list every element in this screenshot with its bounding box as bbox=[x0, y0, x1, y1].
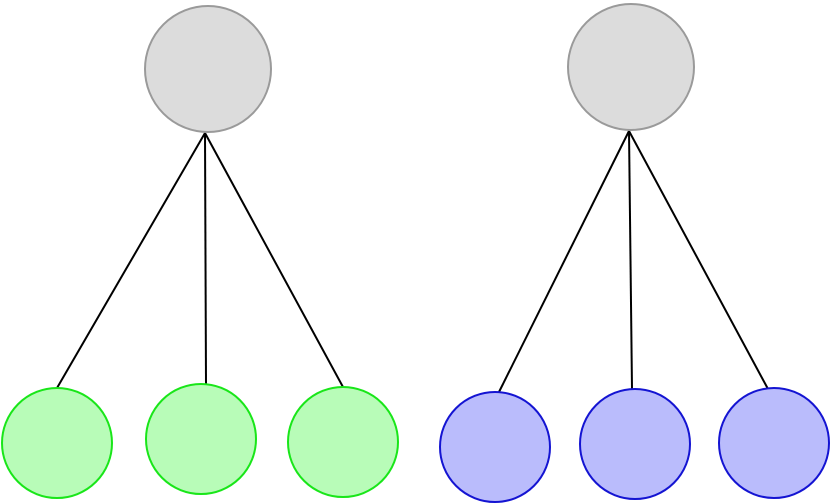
root-node-right bbox=[567, 3, 695, 131]
edge-left-3 bbox=[204, 132, 344, 388]
right-tree bbox=[439, 3, 830, 503]
leaf-node-left-3 bbox=[287, 386, 399, 498]
edge-right-2 bbox=[628, 130, 633, 390]
left-tree bbox=[1, 5, 399, 499]
leaf-node-right-3 bbox=[718, 387, 830, 499]
leaf-node-left-1 bbox=[1, 387, 113, 499]
leaf-node-right-2 bbox=[579, 388, 691, 500]
edge-right-1 bbox=[498, 130, 630, 393]
root-node-left bbox=[144, 5, 272, 133]
edge-left-1 bbox=[56, 132, 206, 389]
edge-left-2 bbox=[204, 132, 207, 386]
leaf-node-left-2 bbox=[145, 383, 257, 495]
leaf-node-right-1 bbox=[439, 391, 551, 503]
edge-right-3 bbox=[628, 130, 769, 390]
